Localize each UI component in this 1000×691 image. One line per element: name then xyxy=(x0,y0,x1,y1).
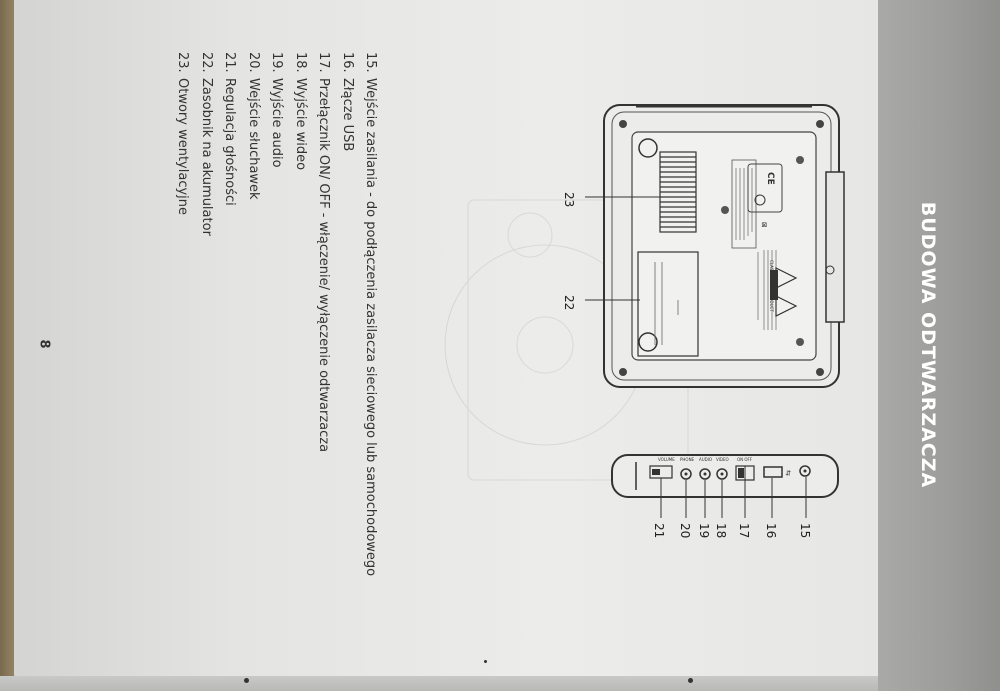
power-input-icon xyxy=(799,465,811,477)
recycle-bin-icon: ⊠ xyxy=(760,222,768,228)
player-side-panel: ⇆ VOLUME PHONE AUDIO VIDEO ON OFF xyxy=(611,454,839,498)
callout-21: 21 xyxy=(652,523,666,538)
player-back-view: CLASS 1 LASER PRODUCT CE ⊠ xyxy=(603,104,845,388)
callout-17: 17 xyxy=(737,523,751,538)
callout-19: 19 xyxy=(697,523,711,538)
video-out-icon xyxy=(716,468,728,480)
callout-22: 22 xyxy=(562,295,576,310)
port-label: AUDIO xyxy=(699,457,712,462)
ce-mark-icon: CE xyxy=(765,172,775,185)
usb-port-icon xyxy=(763,466,783,478)
headphone-jack-icon xyxy=(680,468,692,480)
port-label: ON OFF xyxy=(737,457,753,462)
page-bottom-edge xyxy=(0,676,1000,691)
warning-triangle-icon xyxy=(775,295,798,317)
callout-16: 16 xyxy=(764,523,778,538)
section-band xyxy=(878,0,1000,691)
staple-mark xyxy=(688,678,693,683)
callout-15: 15 xyxy=(798,523,812,538)
leader-lines xyxy=(585,196,807,518)
port-label: VOLUME xyxy=(658,457,675,462)
callout-23: 23 xyxy=(562,192,576,207)
staple-mark xyxy=(244,678,249,683)
battery-compartment xyxy=(637,251,699,357)
port-label: PHONE xyxy=(680,457,695,462)
laser-label: CLASS 1 LASER PRODUCT xyxy=(769,260,774,312)
callout-18: 18 xyxy=(714,523,728,538)
usb-icon: ⇆ xyxy=(784,470,792,476)
audio-out-icon xyxy=(699,468,711,480)
staple-mark xyxy=(484,660,487,663)
callout-20: 20 xyxy=(678,523,692,538)
port-label: VIDEO xyxy=(716,457,729,462)
